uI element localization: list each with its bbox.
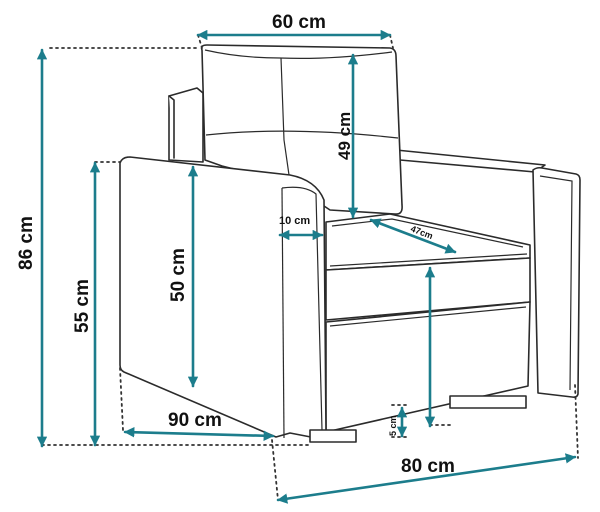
- dimension-arrows: [36, 29, 577, 504]
- label-total-height: 86 cm: [16, 216, 37, 270]
- left-armrest: [119, 156, 327, 440]
- armchair: [119, 44, 581, 443]
- label-armrest-height: 55 cm: [72, 279, 93, 333]
- label-backrest-height: 49 cm: [335, 112, 354, 160]
- label-total-depth: 90 cm: [168, 410, 222, 431]
- chair-base: [325, 301, 531, 433]
- back-foot: [449, 395, 527, 409]
- dim-line-total-width: [276, 453, 577, 504]
- extension-guides: [41, 34, 579, 501]
- dimension-labels: 60 cm 86 cm 49 cm 55 cm 50 cm 10 cm 47cm…: [16, 12, 455, 477]
- label-leg-height: 5 cm: [388, 415, 398, 436]
- chair-feet: [309, 395, 527, 443]
- dim-line-seat-depth: [369, 218, 457, 254]
- label-backrest-width: 60 cm: [272, 12, 326, 33]
- label-armrest-width: 10 cm: [279, 215, 310, 227]
- dim-line-total-depth: [123, 427, 275, 441]
- left-armrest-back: [168, 87, 204, 163]
- label-seat-height: 50 cm: [168, 248, 189, 302]
- front-foot: [309, 429, 357, 443]
- label-total-width: 80 cm: [401, 456, 455, 477]
